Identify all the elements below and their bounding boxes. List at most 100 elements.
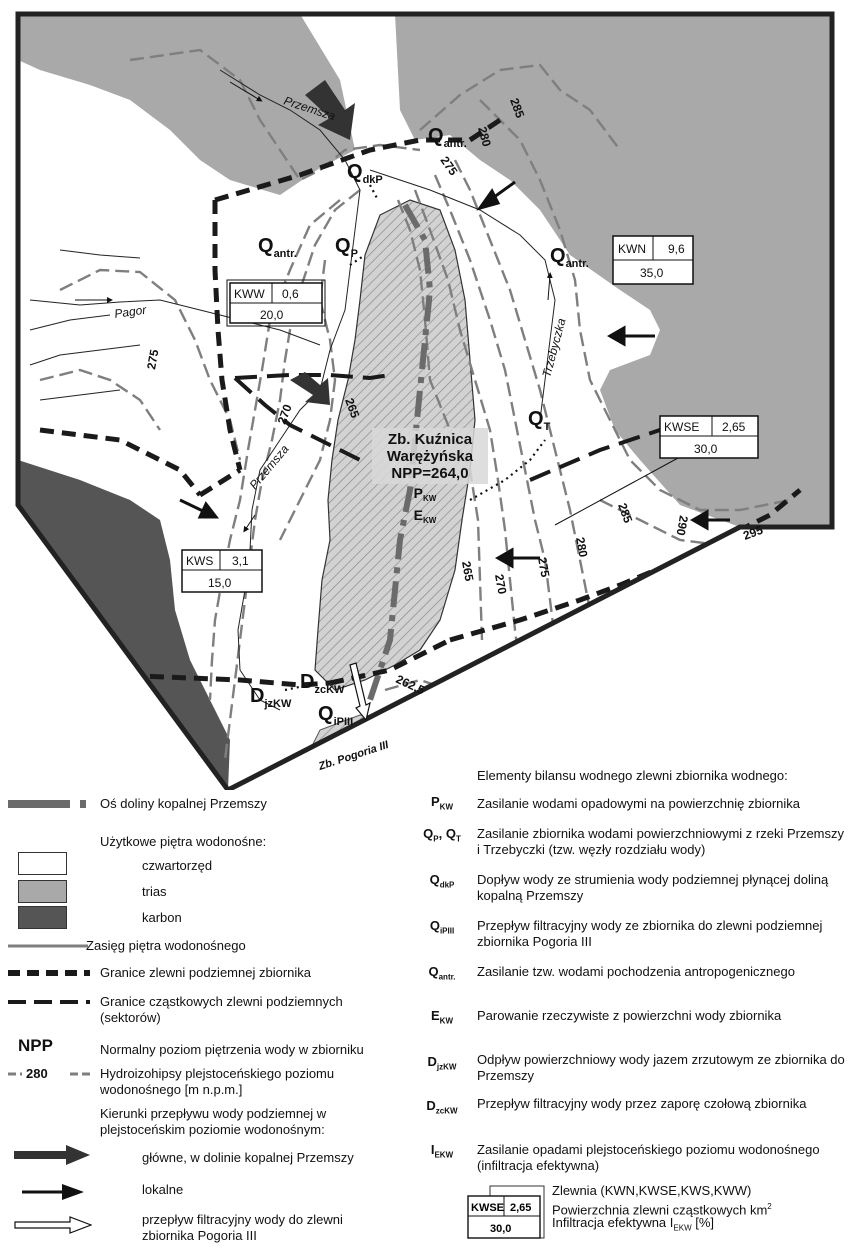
reservoir-label: Zb. Kuźnica Warężyńska NPP=264,0 PKW EKW — [372, 428, 488, 525]
balance-title: Elementy bilansu wodnego zlewni zbiornik… — [477, 768, 788, 783]
zone-box-kws: KWS 3,1 15,0 — [181, 549, 263, 593]
isohypse-label: 265 — [459, 560, 476, 582]
isohypse-label: 295 — [741, 523, 765, 543]
main-flow-arrow — [305, 80, 355, 140]
local-flow-arrow-symbol — [22, 1184, 84, 1200]
key-line-infiltracja: Infiltracja efektywna IEKW [%] — [552, 1215, 715, 1233]
balance-desc: Odpływ powierzchniowy wody jazem zrzutow… — [477, 1052, 845, 1083]
legend-zasieg: Zasięg piętra wodonośnego — [86, 938, 246, 953]
svg-text:KWN: KWN — [618, 242, 646, 256]
legend-hydro: Hydroizohipsy plejstoceńskiego poziomu w… — [100, 1066, 335, 1097]
zone-boxes: KWN 9,6 35,0 KWW 0,6 20,0 KWSE 2,65 30,0 — [181, 235, 759, 593]
svg-text:2,65: 2,65 — [510, 1202, 531, 1214]
map-legend: Elementy bilansu wodnego zlewni zbiornik… — [0, 768, 849, 1251]
balance-code-qipiii: QiPIII — [429, 918, 455, 936]
isohypse-label: 290 — [674, 514, 691, 536]
legend-flow-title: Kierunki przepływu wody podziemnej w ple… — [100, 1106, 327, 1137]
zone-box-kww: KWW 0,6 20,0 — [226, 279, 326, 327]
balance-desc: Parowanie rzeczywiste z powierzchni wody… — [477, 1008, 782, 1023]
isohypse-symbol — [8, 1072, 94, 1076]
sector-boundary-symbol — [8, 1000, 90, 1004]
isohypse-label: 270 — [275, 402, 295, 426]
isohypse-label: 275 — [144, 348, 161, 370]
legend-karbon: karbon — [142, 910, 182, 925]
balance-code-djzkw: DjzKW — [427, 1054, 457, 1072]
svg-text:0,6: 0,6 — [282, 287, 299, 301]
svg-text:35,0: 35,0 — [640, 266, 664, 280]
valley-axis-symbol — [8, 800, 86, 808]
d-zckw-label: DzcKW — [300, 671, 345, 696]
svg-text:20,0: 20,0 — [260, 308, 284, 322]
balance-desc: Przepływ filtracyjny wody przez zaporę c… — [477, 1096, 807, 1111]
q-antr-top-label: Qantr. — [428, 125, 467, 150]
main-flow-arrow-symbol — [14, 1145, 90, 1165]
isohypse-label: 270 — [492, 573, 509, 595]
q-p-label: QP — [335, 235, 358, 260]
svg-text:KWSE: KWSE — [471, 1202, 504, 1214]
legend-flow-local: lokalne — [142, 1182, 184, 1197]
karbon-area — [18, 460, 230, 790]
balance-code-iekw: IEKW — [430, 1142, 454, 1160]
balance-labels: Qantr. QdkP Qantr. QP Qantr. QT DzcKW Dj… — [250, 125, 589, 728]
balance-code-dzckw: DzcKW — [426, 1098, 458, 1116]
q-dkp-label: QdkP — [347, 161, 383, 186]
legend-npp: Normalny poziom piętrzenia wody w zbiorn… — [100, 1042, 364, 1057]
q-antr-left-label: Qantr. — [258, 235, 297, 260]
trias-swatch — [18, 880, 67, 903]
legend-czwartorzed: czwartorzęd — [142, 858, 213, 873]
hydrogeological-map: Przemsza Pagor Przemsza Trzebyczka 285 2… — [15, 11, 835, 790]
balance-desc: Zasilanie wodami opadowymi na powierzchn… — [477, 796, 800, 811]
svg-text:15,0: 15,0 — [208, 576, 232, 590]
balance-desc: Przepływ filtracyjny wody ze zbiornika d… — [477, 918, 823, 949]
main-flow-arrows — [290, 80, 355, 405]
legend-flow-main: główne, w dolinie kopalnej Przemszy — [142, 1150, 354, 1165]
isohypse-symbol-value: 280 — [26, 1066, 48, 1081]
legend-aquifers-title: Użytkowe piętra wodonośne: — [100, 834, 267, 849]
zone-key-box: KWSE 2,65 30,0 — [467, 1185, 545, 1239]
svg-text:KWS: KWS — [186, 554, 213, 568]
water-division-dotted — [284, 184, 546, 692]
balance-desc: Dopływ wody ze strumienia wody podziemne… — [477, 872, 829, 903]
balance-code-qantr: Qantr. — [428, 964, 456, 982]
balance-code-qp-qt: QP, QT — [423, 826, 461, 844]
svg-text:KWW: KWW — [234, 287, 265, 301]
legend-granice-zlewni: Granice zlewni podziemnej zbiornika — [100, 965, 311, 980]
zone-box-kwse: KWSE 2,65 30,0 — [554, 415, 759, 526]
pogoria-iii-label: Zb. Pogoria III — [316, 739, 391, 773]
legend-granice-czastkowych: Granice cząstkowych zlewni podziemnych (… — [100, 994, 343, 1025]
d-jzkw-label: DjzKW — [250, 685, 292, 710]
reservoir-ekw: EKW — [414, 507, 437, 525]
catchment-boundary-symbol — [8, 970, 90, 976]
q-t-label: QT — [528, 408, 551, 433]
svg-text:KWSE: KWSE — [664, 420, 699, 434]
balance-desc: Zasilanie opadami plejstoceńskiego pozio… — [477, 1142, 820, 1173]
isohypse-label: 275 — [535, 556, 552, 578]
filtration-arrow — [349, 662, 371, 722]
isohypse-label: 265 — [342, 396, 362, 420]
svg-text:2,65: 2,65 — [722, 420, 746, 434]
isohypse-label: 285 — [507, 96, 527, 120]
key-line-powierzchnia: Powierzchnia zlewni cząstkowych km2 — [552, 1202, 772, 1218]
svg-text:9,6: 9,6 — [668, 242, 685, 256]
isohypse-label: 280 — [475, 125, 494, 148]
range-line-symbol — [8, 944, 88, 948]
q-ipiii-label: QiPIII — [318, 703, 353, 728]
key-line-zlewnia: Zlewnia (KWN,KWSE,KWS,KWW) — [552, 1183, 752, 1198]
main-flow-arrow — [290, 372, 330, 405]
balance-code-qdkp: QdkP — [429, 872, 455, 890]
isohypse-label: 280 — [573, 536, 590, 558]
q-antr-right-label: Qantr. — [550, 245, 589, 270]
reservoir-name-line2: Warężyńska — [387, 448, 474, 465]
balance-code-ekw: EKW — [431, 1008, 453, 1026]
zone-box-kwn: KWN 9,6 35,0 — [612, 235, 694, 285]
legend-valley-axis: Oś doliny kopalnej Przemszy — [100, 796, 267, 811]
trias-area-northwest — [18, 14, 355, 195]
filtration-arrow-symbol — [14, 1216, 92, 1234]
reservoir-name-line1: Zb. Kuźnica — [388, 431, 473, 448]
svg-text:30,0: 30,0 — [490, 1223, 511, 1235]
svg-text:3,1: 3,1 — [232, 554, 249, 568]
czwartorzed-swatch — [18, 852, 67, 875]
local-flow-arrows — [179, 180, 730, 569]
rivers — [29, 69, 556, 711]
balance-code-pkw: PKW — [431, 794, 453, 812]
